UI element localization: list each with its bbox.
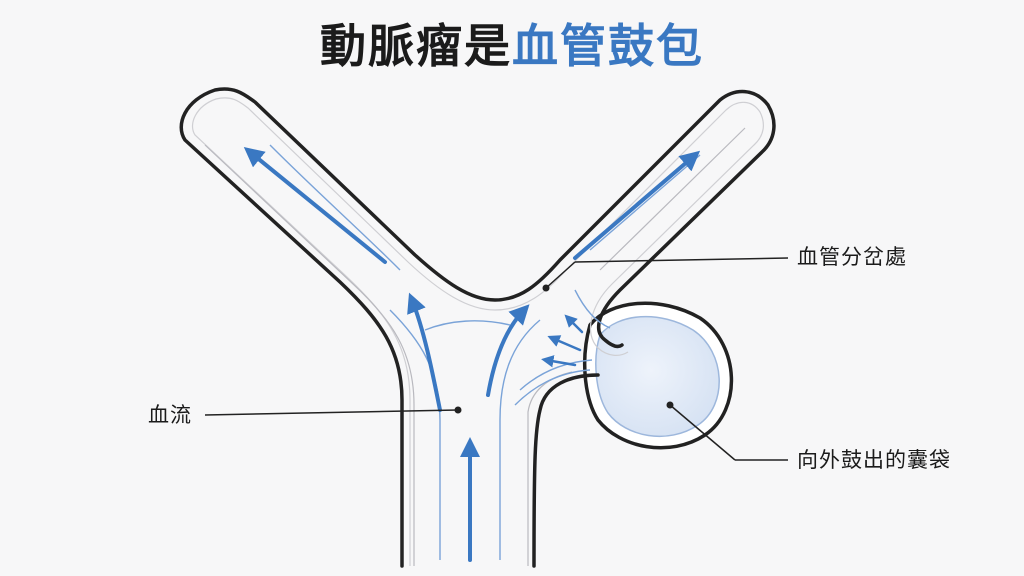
arrow-icon-right-branch-lower xyxy=(486,304,530,397)
arrow-icon-sac-1 xyxy=(564,314,584,334)
arrow-icon-left-branch-lower xyxy=(407,292,442,412)
aneurysm-sac xyxy=(582,301,734,450)
label-blood-flow: 血流 xyxy=(148,403,192,427)
arrow-icon-right-branch xyxy=(573,150,701,260)
leader-blood-flow xyxy=(204,406,462,416)
leader-aneurysm xyxy=(666,401,788,461)
leader-bifurcation xyxy=(542,257,789,292)
arrow-icon-sac-3 xyxy=(541,355,577,368)
diagram-title: 動脈瘤是血管鼓包 xyxy=(0,16,1024,76)
label-bifurcation: 血管分岔處 xyxy=(797,245,907,269)
flow-arrows-small xyxy=(541,314,584,368)
title-part-dark: 動脈瘤是 xyxy=(320,19,512,73)
vessel-wall xyxy=(179,87,776,568)
flow-arrows xyxy=(243,146,701,562)
label-aneurysm-sac: 向外鼓出的囊袋 xyxy=(797,448,951,472)
arrow-icon-left-branch xyxy=(243,146,387,264)
arrow-icon-sac-2 xyxy=(547,335,582,352)
title-part-accent: 血管鼓包 xyxy=(512,19,704,73)
